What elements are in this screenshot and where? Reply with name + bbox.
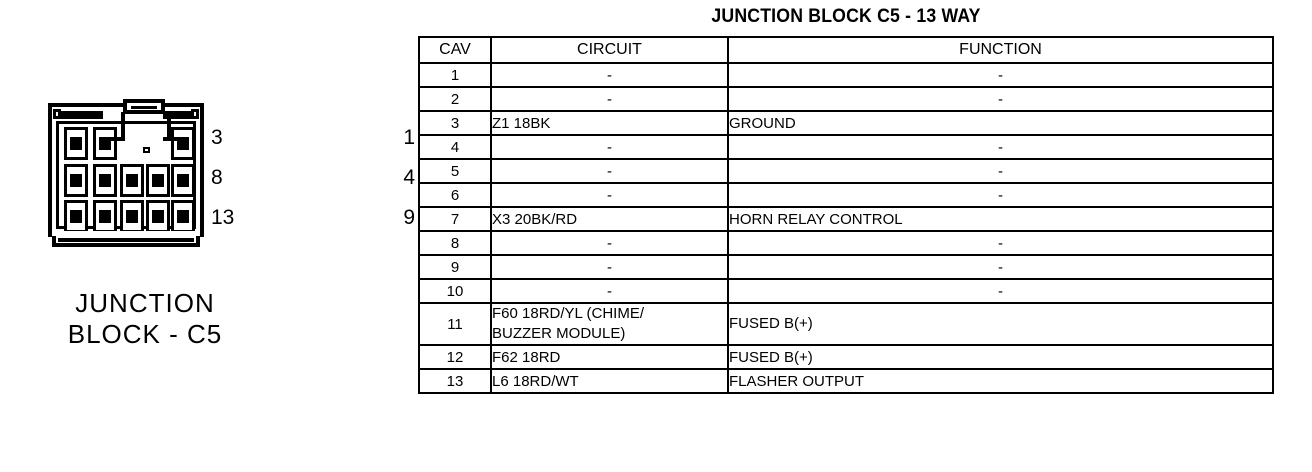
cell-function: - xyxy=(727,134,1274,160)
cell-circuit: X3 20BK/RD xyxy=(490,206,729,232)
cavity-5 xyxy=(93,164,117,197)
cavity-grid xyxy=(52,107,208,241)
cell-circuit: - xyxy=(490,86,729,112)
cell-cav: 10 xyxy=(418,278,492,304)
pinout-table-panel: JUNCTION BLOCK C5 - 13 WAY CAV CIRCUIT F… xyxy=(418,0,1274,472)
cavity-7 xyxy=(146,164,170,197)
pin-label-4: 4 xyxy=(403,166,415,189)
table-row: 6-- xyxy=(418,182,1274,208)
cell-cav: 11 xyxy=(418,302,492,346)
connector-caption-line1: JUNCTION xyxy=(75,288,215,318)
cavity-11 xyxy=(120,200,144,233)
cell-cav: 13 xyxy=(418,368,492,394)
table-row: 4-- xyxy=(418,134,1274,160)
connector-corner-nub-left xyxy=(53,109,61,119)
cell-cav: 12 xyxy=(418,344,492,370)
cell-function: FUSED B(+) xyxy=(727,302,1274,346)
cell-function: - xyxy=(727,278,1274,304)
cell-cav: 8 xyxy=(418,230,492,256)
cell-function: - xyxy=(727,230,1274,256)
cavity-3 xyxy=(171,127,195,160)
table-row: 2-- xyxy=(418,86,1274,112)
cavity-13 xyxy=(171,200,195,233)
cavity-2 xyxy=(93,127,117,160)
cell-function: FLASHER OUTPUT xyxy=(727,368,1274,394)
table-row: 9-- xyxy=(418,254,1274,280)
connector-diagram-panel: 1 4 9 3 8 13 xyxy=(0,0,415,472)
latch-slot xyxy=(131,106,157,109)
pin-label-13: 13 xyxy=(211,206,235,229)
cell-circuit: - xyxy=(490,230,729,256)
cell-circuit: Z1 18BK xyxy=(490,110,729,136)
latch-wall-left xyxy=(121,112,125,140)
latch-ledge-right xyxy=(163,137,179,141)
cell-function: - xyxy=(727,62,1274,88)
cell-cav: 7 xyxy=(418,206,492,232)
cavity-4 xyxy=(64,164,88,197)
pin-label-8: 8 xyxy=(211,166,223,189)
connector-corner-nub-right xyxy=(191,109,199,119)
cavity-8 xyxy=(171,164,195,197)
cell-circuit: - xyxy=(490,158,729,184)
cavity-12 xyxy=(146,200,170,233)
cell-circuit: L6 18RD/WT xyxy=(490,368,729,394)
cell-cav: 1 xyxy=(418,62,492,88)
cell-cav: 2 xyxy=(418,86,492,112)
cell-function: - xyxy=(727,158,1274,184)
cell-function: - xyxy=(727,254,1274,280)
table-header-row: CAV CIRCUIT FUNCTION xyxy=(418,36,1274,64)
cell-function: FUSED B(+) xyxy=(727,344,1274,370)
connector-shoulder-left xyxy=(61,111,103,119)
cell-circuit: - xyxy=(490,62,729,88)
connector-caption: JUNCTION BLOCK - C5 xyxy=(0,288,290,350)
connector-base-gap xyxy=(52,231,200,236)
cell-function: - xyxy=(727,86,1274,112)
latch-ledge-left xyxy=(110,137,125,141)
table-row: 8-- xyxy=(418,230,1274,256)
connector-body xyxy=(48,103,204,237)
table-row: 10-- xyxy=(418,278,1274,304)
cell-function: HORN RELAY CONTROL xyxy=(727,206,1274,232)
cell-cav: 5 xyxy=(418,158,492,184)
cell-circuit: F62 18RD xyxy=(490,344,729,370)
cavity-10 xyxy=(93,200,117,233)
cell-cav: 9 xyxy=(418,254,492,280)
latch-wall-right xyxy=(167,112,171,140)
connector-shoulder-right xyxy=(163,111,191,119)
pin-label-1: 1 xyxy=(403,126,415,149)
cell-circuit: - xyxy=(490,278,729,304)
cell-cav: 4 xyxy=(418,134,492,160)
column-header-circuit: CIRCUIT xyxy=(490,36,729,64)
cell-function: GROUND xyxy=(727,110,1274,136)
cell-cav: 3 xyxy=(418,110,492,136)
cell-function: - xyxy=(727,182,1274,208)
table-row: 5-- xyxy=(418,158,1274,184)
latch-tab-icon xyxy=(123,99,165,114)
connector-caption-line2: BLOCK - C5 xyxy=(67,319,223,349)
cavity-1 xyxy=(64,127,88,160)
table-title: JUNCTION BLOCK C5 - 13 WAY xyxy=(711,6,981,27)
column-header-function: FUNCTION xyxy=(727,36,1274,64)
connector-skirt-line xyxy=(58,238,194,242)
cavity-6 xyxy=(120,164,144,197)
cell-circuit: F60 18RD/YL (CHIME/BUZZER MODULE) xyxy=(490,302,729,346)
column-header-cav: CAV xyxy=(418,36,492,64)
table-header: CAV CIRCUIT FUNCTION xyxy=(418,36,1274,64)
cell-cav: 6 xyxy=(418,182,492,208)
cell-circuit: - xyxy=(490,182,729,208)
pin-label-9: 9 xyxy=(403,206,415,229)
locator-dot xyxy=(143,147,150,153)
cell-circuit: - xyxy=(490,254,729,280)
cell-circuit: - xyxy=(490,134,729,160)
pin-label-3: 3 xyxy=(211,126,223,149)
table-row: 1-- xyxy=(418,62,1274,88)
cavity-9 xyxy=(64,200,88,233)
